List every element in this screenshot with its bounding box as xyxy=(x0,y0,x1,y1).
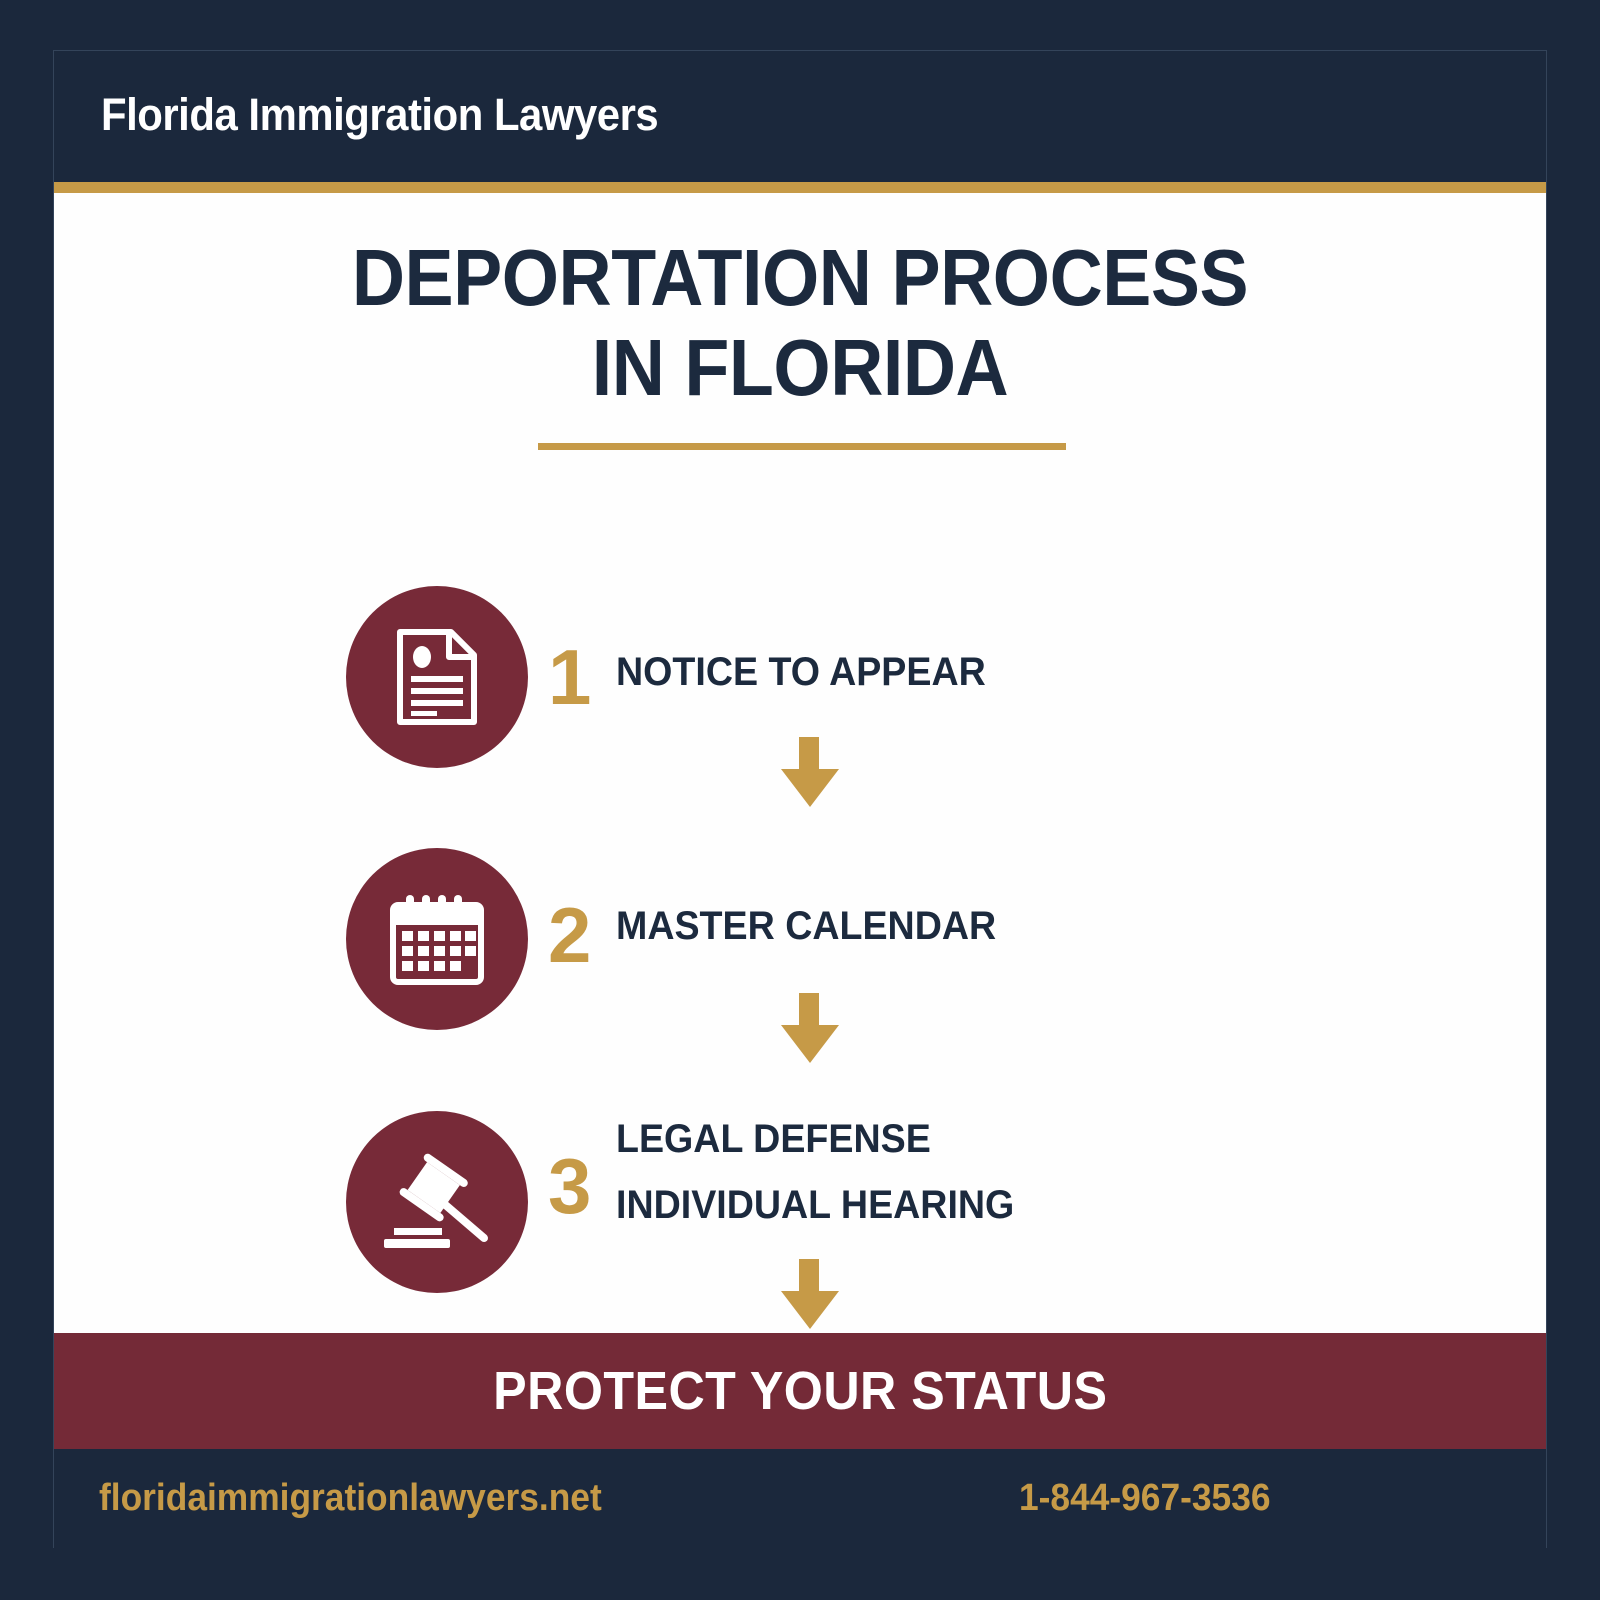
header: Florida Immigration Lawyers xyxy=(54,51,1546,182)
title-underline xyxy=(538,443,1066,450)
header-divider xyxy=(54,182,1546,193)
title-line-2: IN FLORIDA xyxy=(591,323,1009,412)
step-number: 1 xyxy=(548,633,592,721)
phone-number[interactable]: 1-844-967-3536 xyxy=(1019,1477,1271,1519)
step-icon-circle xyxy=(346,586,528,768)
step-icon-circle xyxy=(346,1111,528,1293)
step-label: NOTICE TO APPEAR xyxy=(616,650,986,694)
gavel-icon xyxy=(384,1153,488,1248)
document-icon xyxy=(397,629,477,725)
step-notice-to-appear: 1 NOTICE TO APPEAR xyxy=(346,586,1146,768)
step-number: 3 xyxy=(548,1142,592,1230)
step-label: LEGAL DEFENSE xyxy=(616,1117,931,1161)
call-to-action-banner: PROTECT YOUR STATUS xyxy=(54,1333,1546,1449)
step-master-calendar: 2 MASTER CALENDAR xyxy=(346,848,1146,1030)
step-sublabel: INDIVIDUAL HEARING xyxy=(616,1183,1015,1227)
infographic-card: Florida Immigration Lawyers DEPORTATION … xyxy=(53,50,1547,1549)
arrow-down-icon xyxy=(781,993,839,1063)
calendar-icon xyxy=(390,895,484,985)
arrow-down-icon xyxy=(781,737,839,807)
website-link[interactable]: floridaimmigrationlawyers.net xyxy=(99,1477,602,1519)
page-title: DEPORTATION PROCESS IN FLORIDA xyxy=(54,233,1546,413)
main-content: DEPORTATION PROCESS IN FLORIDA 1 NOTICE … xyxy=(54,193,1546,1333)
step-number: 2 xyxy=(548,891,592,979)
banner-text: PROTECT YOUR STATUS xyxy=(492,1361,1108,1421)
step-legal-defense: 3 LEGAL DEFENSE INDIVIDUAL HEARING xyxy=(346,1111,1146,1293)
brand-name: Florida Immigration Lawyers xyxy=(101,89,659,140)
footer: floridaimmigrationlawyers.net 1-844-967-… xyxy=(54,1449,1546,1549)
title-line-1: DEPORTATION PROCESS xyxy=(351,233,1249,322)
step-icon-circle xyxy=(346,848,528,1030)
arrow-down-icon xyxy=(781,1259,839,1329)
step-label: MASTER CALENDAR xyxy=(616,904,997,948)
